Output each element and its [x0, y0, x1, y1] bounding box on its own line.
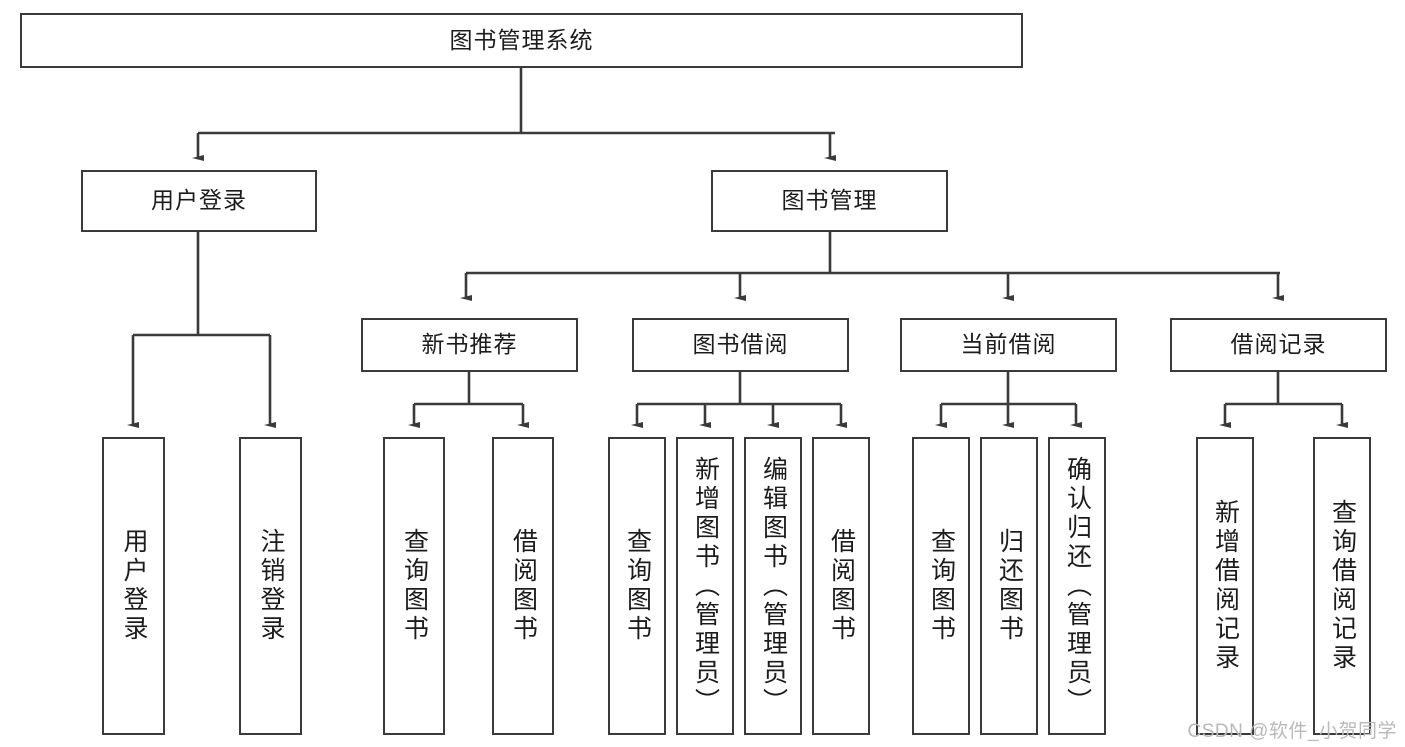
node-new-book-recommend[interactable]: 新书推荐	[361, 318, 578, 372]
node-label: 用户登录	[151, 187, 247, 214]
csdn-watermark: CSDN @软件_小贺同学	[1187, 721, 1397, 742]
leaf-query-book-borrow[interactable]: 查询图书	[608, 437, 666, 735]
node-label: 查询借阅记录	[1328, 499, 1357, 673]
node-label: 图书管理系统	[449, 26, 594, 53]
node-label: 编辑图书（管理员）	[759, 455, 788, 717]
leaf-borrow-book-recommend[interactable]: 借阅图书	[492, 437, 554, 735]
node-label: 图书管理	[781, 187, 878, 214]
leaf-user-login[interactable]: 用户登录	[102, 437, 165, 735]
node-current-borrow[interactable]: 当前借阅	[900, 318, 1117, 372]
leaf-query-book-current[interactable]: 查询图书	[912, 437, 970, 735]
node-label: 借阅记录	[1230, 331, 1327, 358]
node-label: 注销登录	[257, 528, 285, 644]
node-label: 新书推荐	[421, 331, 518, 358]
leaf-logout-login[interactable]: 注销登录	[239, 437, 302, 735]
leaf-add-book[interactable]: 新增图书（管理员）	[676, 437, 734, 735]
node-book-borrow[interactable]: 图书借阅	[632, 318, 849, 372]
leaf-query-borrow-record[interactable]: 查询借阅记录	[1313, 437, 1371, 735]
node-label: 用户登录	[120, 528, 148, 644]
node-label: 图书借阅	[692, 331, 789, 358]
node-root-system[interactable]: 图书管理系统	[20, 13, 1023, 68]
leaf-edit-book[interactable]: 编辑图书（管理员）	[744, 437, 802, 735]
node-label: 查询图书	[400, 528, 429, 644]
leaf-add-borrow-record[interactable]: 新增借阅记录	[1196, 437, 1254, 735]
leaf-return-book[interactable]: 归还图书	[980, 437, 1038, 735]
node-label: 新增图书（管理员）	[691, 455, 720, 717]
node-book-manage[interactable]: 图书管理	[711, 170, 948, 232]
node-borrow-record[interactable]: 借阅记录	[1170, 318, 1387, 372]
leaf-confirm-return[interactable]: 确认归还（管理员）	[1048, 437, 1106, 735]
node-label: 当前借阅	[960, 331, 1057, 358]
leaf-borrow-book[interactable]: 借阅图书	[812, 437, 870, 735]
node-label: 查询图书	[623, 528, 652, 644]
node-label: 归还图书	[995, 528, 1024, 644]
node-label: 确认归还（管理员）	[1063, 455, 1092, 717]
node-label: 借阅图书	[509, 528, 538, 644]
node-user-login[interactable]: 用户登录	[81, 170, 317, 232]
node-label: 新增借阅记录	[1211, 499, 1240, 673]
leaf-query-book-recommend[interactable]: 查询图书	[383, 437, 445, 735]
node-label: 查询图书	[927, 528, 956, 644]
node-label: 借阅图书	[827, 528, 856, 644]
